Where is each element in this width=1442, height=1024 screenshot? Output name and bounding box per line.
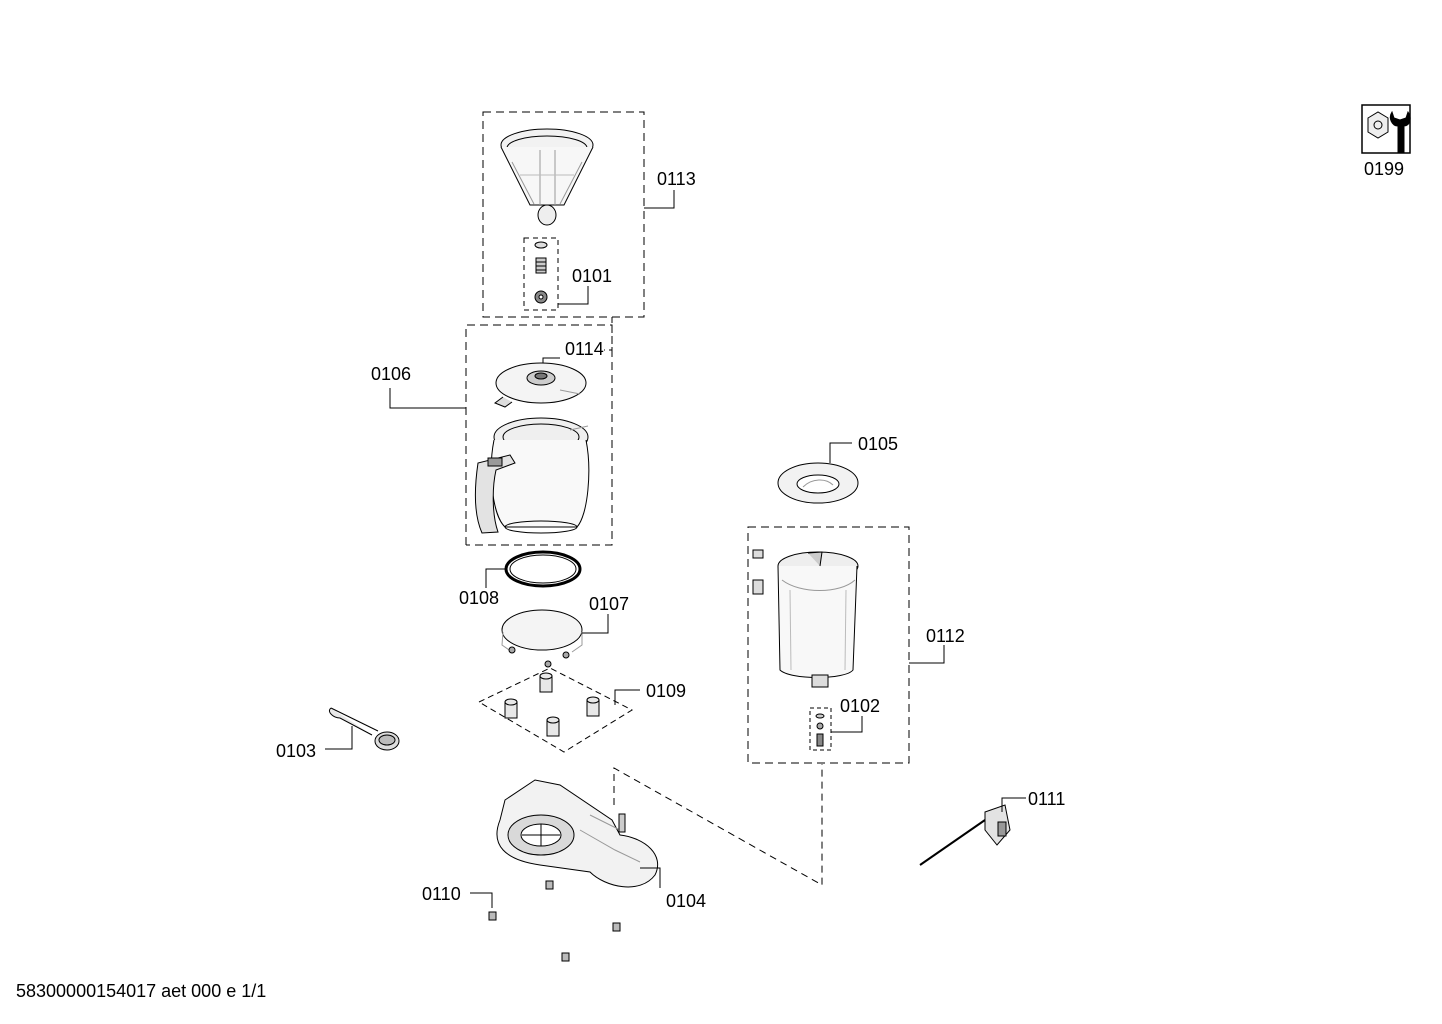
group-box-0113 [482, 111, 645, 318]
leader-0114 [542, 357, 560, 364]
group-box-0109 [477, 667, 634, 753]
leader-0101 [558, 286, 589, 305]
part-label-0101: 0101 [572, 266, 613, 286]
service-tool-icon [1361, 104, 1411, 154]
part-label-0103: 0103 [276, 741, 317, 761]
leader-0111 [1001, 797, 1026, 812]
group-box-0101 [523, 237, 559, 311]
part-label-0199: 0199 [1364, 159, 1405, 179]
leader-0109 [614, 689, 640, 705]
leader-0107 [582, 614, 609, 634]
group-box-0106 [465, 324, 613, 546]
group-box-0112 [747, 526, 910, 764]
tank-lid-part [777, 462, 859, 504]
water-tank-part [752, 549, 859, 688]
carafe-lid-part [493, 362, 587, 408]
part-label-0110: 0110 [422, 884, 461, 904]
filter-basket-part [500, 128, 594, 226]
document-code: 58300000154017 aet 000 e 1/1 [16, 981, 267, 1001]
leader-0106 [389, 388, 466, 409]
measuring-spoon-part [328, 707, 400, 751]
part-label-0114: 0114 [565, 339, 604, 359]
part-label-0111: 0111 [1028, 789, 1066, 809]
base-housing-part [496, 779, 658, 888]
leader-0113 [644, 190, 675, 209]
part-label-0109: 0109 [646, 681, 687, 701]
carafe-part [474, 417, 590, 534]
feet-part [504, 672, 600, 737]
part-label-0102: 0102 [840, 696, 881, 716]
leader-0112 [909, 645, 945, 664]
part-label-0106: 0106 [371, 364, 412, 384]
leader-0108 [485, 568, 506, 588]
warming-plate-part [501, 609, 583, 668]
leader-0104 [640, 867, 661, 888]
tank-valve-part [815, 713, 825, 747]
seal-ring-part [504, 550, 582, 588]
part-label-0112: 0112 [926, 626, 965, 646]
part-label-0104: 0104 [666, 891, 707, 911]
part-label-0113: 0113 [657, 169, 696, 189]
drip-valve-part [534, 241, 548, 304]
power-cord-part [919, 804, 1011, 866]
leader-0102 [831, 716, 863, 733]
connector-0113-0106 [604, 317, 613, 351]
leader-0105 [829, 442, 852, 463]
part-label-0105: 0105 [858, 434, 899, 454]
part-label-0107: 0107 [589, 594, 630, 614]
leader-0110 [470, 892, 493, 908]
part-label-0108: 0108 [459, 588, 500, 608]
group-box-0102 [809, 707, 832, 751]
rubber-feet-part [488, 880, 621, 962]
connector-base-tank [613, 764, 823, 886]
leader-0103 [325, 726, 353, 750]
